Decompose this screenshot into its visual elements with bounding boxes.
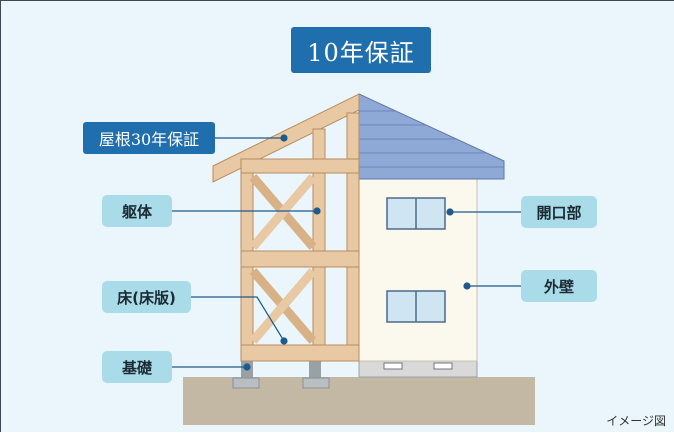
frame-label: 躯体 (102, 195, 172, 227)
roof-tile-lines (359, 110, 504, 168)
page-title: 10年保証 (291, 27, 431, 73)
roof-tiles (358, 93, 505, 180)
window-upper (386, 197, 446, 230)
foundation-label: 基礎 (102, 351, 172, 383)
exterior-wall-label: 外壁 (521, 270, 597, 302)
floor-label: 床(床版) (102, 281, 191, 313)
timber-frame (212, 93, 360, 362)
house-foundation (358, 360, 478, 378)
opening-label: 開口部 (521, 196, 597, 228)
leader-lines (172, 134, 521, 371)
roof-warranty-label: 屋根30年保証 (83, 122, 215, 154)
window-lower (386, 290, 446, 323)
image-caption: イメージ図 (606, 414, 666, 428)
foundation-vents (383, 362, 453, 370)
